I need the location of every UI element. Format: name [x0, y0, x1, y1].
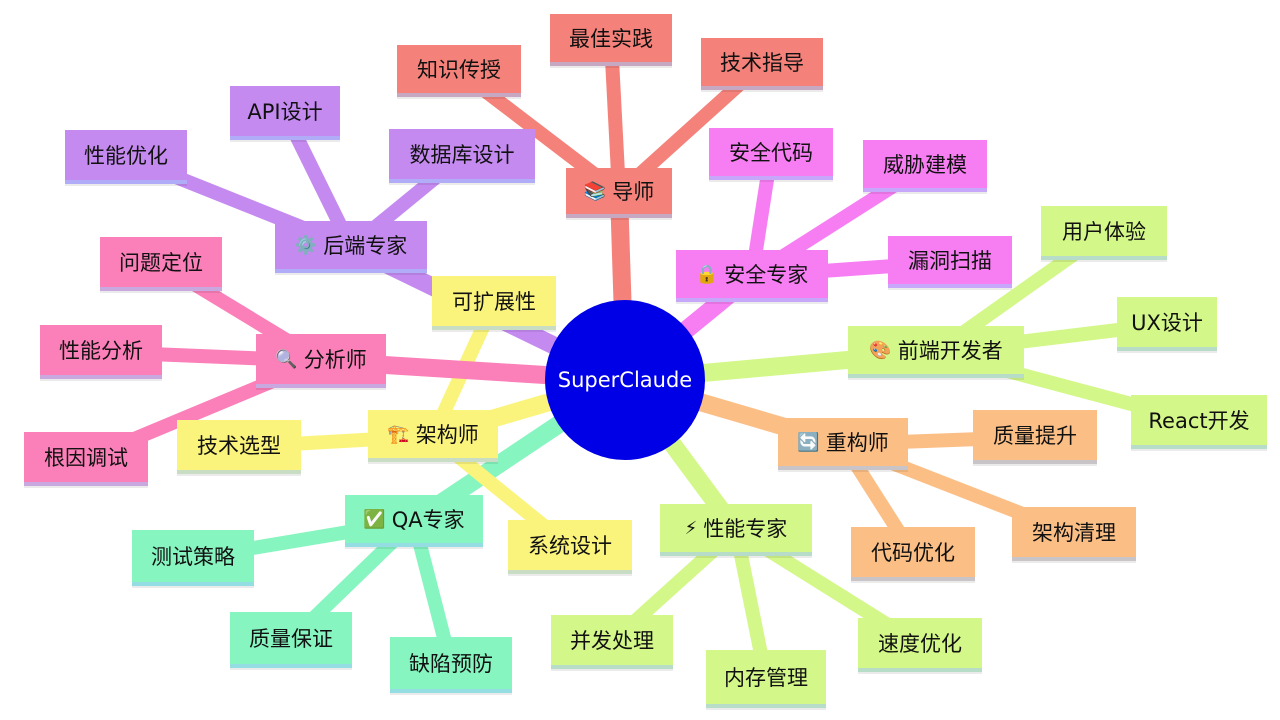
leaf-node-backend-3-label: 性能优化 [84, 144, 168, 168]
leaf-node-architect-1-label: 系统设计 [528, 534, 612, 558]
leaf-node-backend-3[interactable]: 性能优化 [65, 130, 187, 184]
leaf-node-backend-1-label: 数据库设计 [409, 143, 515, 167]
leaf-node-qa-1[interactable]: 缺陷预防 [390, 637, 512, 693]
checkmark-icon: ✅ [363, 508, 386, 530]
leaf-node-analyzer-2[interactable]: 性能分析 [40, 325, 162, 379]
branch-node-architect[interactable]: 🏗️架构师 [368, 410, 498, 462]
lightning-icon: ⚡ [684, 517, 698, 539]
leaf-node-performance-3-label: 并发处理 [570, 629, 654, 653]
leaf-node-qa-3[interactable]: 测试策略 [132, 530, 254, 586]
leaf-node-architect-3[interactable]: 可扩展性 [432, 276, 556, 330]
crane-icon: 🏗️ [387, 423, 410, 445]
magnifier-icon: 🔍 [275, 348, 298, 370]
leaf-node-qa-1-label: 缺陷预防 [409, 652, 493, 676]
leaf-node-mentor-2[interactable]: 最佳实践 [550, 14, 672, 66]
branch-node-frontend-label: 前端开发者 [897, 339, 1003, 363]
leaf-node-security-1-label: 安全代码 [729, 141, 813, 165]
leaf-node-frontend-2[interactable]: UX设计 [1117, 297, 1217, 351]
leaf-node-frontend-3-label: React开发 [1148, 409, 1250, 433]
leaf-node-architect-2[interactable]: 技术选型 [177, 420, 301, 474]
palette-icon: 🎨 [869, 339, 892, 361]
leaf-node-security-2[interactable]: 威胁建模 [863, 140, 987, 192]
center-node-superclaude[interactable]: SuperClaude [545, 300, 705, 460]
branch-node-architect-label: 架构师 [415, 423, 479, 447]
leaf-node-analyzer-1-label: 根因调试 [44, 446, 128, 470]
leaf-node-analyzer-3-label: 问题定位 [119, 251, 203, 275]
leaf-node-architect-1[interactable]: 系统设计 [508, 520, 632, 574]
leaf-node-refactor-3-label: 代码优化 [871, 541, 955, 565]
leaf-node-mentor-1[interactable]: 知识传授 [397, 45, 521, 97]
branch-node-frontend[interactable]: 🎨前端开发者 [848, 326, 1024, 378]
leaf-node-analyzer-3[interactable]: 问题定位 [100, 237, 222, 291]
leaf-node-security-3[interactable]: 漏洞扫描 [888, 236, 1012, 288]
leaf-node-frontend-3[interactable]: React开发 [1131, 395, 1267, 449]
leaf-node-refactor-2-label: 架构清理 [1032, 521, 1116, 545]
leaf-node-performance-3[interactable]: 并发处理 [551, 615, 673, 669]
leaf-node-backend-2-label: API设计 [247, 100, 323, 124]
leaf-node-backend-1[interactable]: 数据库设计 [389, 129, 535, 183]
leaf-node-refactor-2[interactable]: 架构清理 [1012, 507, 1136, 561]
leaf-node-refactor-3[interactable]: 代码优化 [851, 527, 975, 581]
branch-node-qa[interactable]: ✅QA专家 [345, 495, 483, 547]
leaf-node-mentor-1-label: 知识传授 [417, 58, 501, 82]
leaf-node-analyzer-2-label: 性能分析 [59, 339, 143, 363]
center-node-label: SuperClaude [557, 368, 693, 392]
branch-node-refactor-label: 重构师 [825, 431, 889, 455]
leaf-node-architect-3-label: 可扩展性 [452, 290, 536, 314]
leaf-node-security-2-label: 威胁建模 [883, 153, 967, 177]
leaf-node-refactor-1[interactable]: 质量提升 [973, 410, 1097, 464]
leaf-node-backend-2[interactable]: API设计 [230, 86, 340, 140]
branch-node-performance-label: 性能专家 [703, 517, 788, 541]
leaf-node-performance-2[interactable]: 内存管理 [706, 650, 826, 708]
leaf-node-mentor-2-label: 最佳实践 [569, 27, 653, 51]
leaf-node-frontend-2-label: UX设计 [1131, 311, 1203, 335]
leaf-node-security-3-label: 漏洞扫描 [908, 249, 992, 273]
leaf-node-analyzer-1[interactable]: 根因调试 [24, 432, 148, 486]
leaf-node-performance-2-label: 内存管理 [724, 666, 808, 690]
leaf-node-architect-2-label: 技术选型 [197, 434, 281, 458]
branch-node-security[interactable]: 🔒安全专家 [676, 250, 828, 302]
leaf-node-qa-2-label: 质量保证 [249, 627, 333, 651]
branch-node-analyzer[interactable]: 🔍分析师 [256, 334, 386, 388]
leaf-node-mentor-3-label: 技术指导 [720, 51, 804, 75]
branch-node-qa-label: QA专家 [391, 508, 465, 532]
gear-icon: ⚙️ [294, 234, 318, 256]
branch-node-mentor[interactable]: 📚导师 [566, 168, 672, 218]
branch-node-backend[interactable]: ⚙️后端专家 [275, 221, 427, 273]
branch-node-refactor[interactable]: 🔄重构师 [778, 418, 908, 470]
refresh-icon: 🔄 [797, 431, 820, 453]
leaf-node-refactor-1-label: 质量提升 [993, 424, 1077, 448]
leaf-node-qa-3-label: 测试策略 [151, 545, 235, 569]
branch-node-performance[interactable]: ⚡性能专家 [660, 504, 812, 556]
branch-node-backend-label: 后端专家 [323, 234, 408, 258]
leaf-node-security-1[interactable]: 安全代码 [709, 128, 833, 180]
leaf-node-frontend-1[interactable]: 用户体验 [1041, 206, 1167, 260]
branch-node-security-label: 安全专家 [724, 263, 809, 287]
leaf-node-frontend-1-label: 用户体验 [1062, 220, 1146, 244]
branch-node-analyzer-label: 分析师 [303, 348, 367, 372]
leaf-node-mentor-3[interactable]: 技术指导 [701, 38, 823, 90]
books-icon: 📚 [583, 180, 607, 202]
branch-node-mentor-label: 导师 [612, 180, 655, 204]
lock-icon: 🔒 [695, 263, 719, 285]
leaf-node-performance-1[interactable]: 速度优化 [858, 618, 982, 672]
leaf-node-qa-2[interactable]: 质量保证 [230, 612, 352, 668]
leaf-node-performance-1-label: 速度优化 [878, 632, 962, 656]
